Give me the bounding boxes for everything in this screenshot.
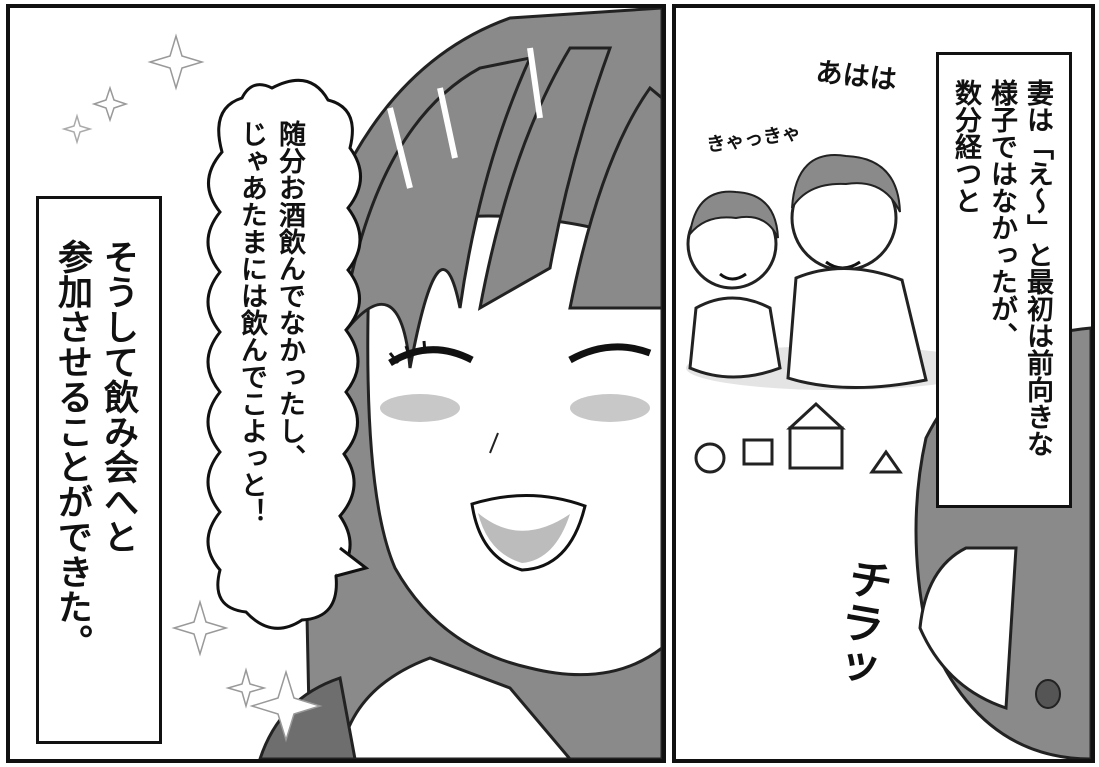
narration-text-left: そうして飲み会へと 参加させることができた。 [52, 239, 138, 659]
panel-left: 随分お酒飲んでなかったし、 じゃあたまには飲んでこよっと！ そうして飲み会へと … [6, 4, 666, 763]
woman-smiling-illustration [61, 8, 662, 759]
narration-box-left: そうして飲み会へと 参加させることができた。 [36, 196, 162, 744]
narration-text-right: 妻は「え〜」と最初は前向きな 様子ではなかったが、 数分経つと [950, 79, 1053, 457]
panel-right: あはは きゃっきゃ チラッ 妻は「え〜」と最初は前向きな 様子ではなかったが、 … [672, 4, 1095, 763]
narration-box-right: 妻は「え〜」と最初は前向きな 様子ではなかったが、 数分経つと [936, 52, 1072, 508]
speech-bubble-text: 随分お酒飲んでなかったし、 じゃあたまには飲んでこよっと！ [236, 120, 305, 525]
sfx-ahaha: あはは [814, 56, 899, 97]
